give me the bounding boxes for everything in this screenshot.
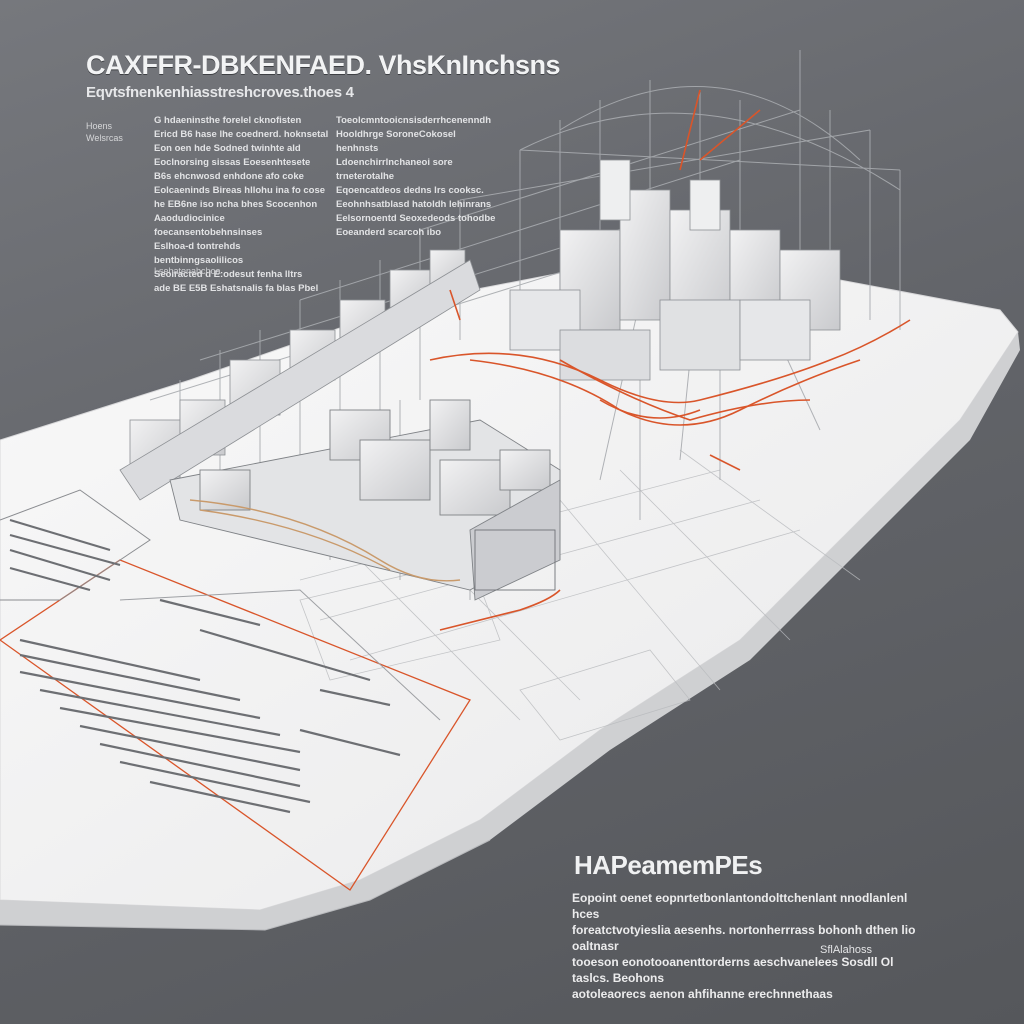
- column-line: Eon oen hde Sodned twinhte ald: [154, 143, 301, 154]
- building-cluster-front: [169, 399, 561, 601]
- section-line: aotoleaorecs aenon ahfihanne erechnnetha…: [572, 987, 833, 1001]
- section-line: foreatctvotyieslia aesenhs. nortonherrra…: [572, 923, 916, 953]
- column-line: Eoeanderd scarcoh ibo: [336, 227, 442, 238]
- tan-cable-lines: [189, 499, 461, 582]
- column-line: Eoclnorsing sissas Eoesenhtesete: [154, 157, 311, 168]
- column-line: Seoiracted d E:odesut fenha lltrs: [154, 269, 303, 280]
- paper-document-block: [0, 489, 471, 891]
- column-line: he EB6ne iso ncha bhes Scocenhon: [154, 199, 318, 210]
- column-line: Hooldhrge SoroneCokosel henhnsts: [336, 129, 456, 154]
- column-line: Ldoenchirrlnchaneoi sore trneterotalhe: [336, 157, 453, 182]
- column-line: Aaodudiocinice foecansentobehnsinses: [154, 213, 263, 238]
- column-line: Toeolcmntooicnsisderrhcenenndh: [336, 115, 492, 126]
- building-row-left: [119, 249, 481, 501]
- sidebar-label-line: Welsrcas: [86, 133, 123, 143]
- section-title: HAPeamemPEs: [574, 850, 763, 880]
- column-line: Ericd B6 hase lhe coednerd. hoknsetal: [154, 129, 329, 140]
- column-line: Eqoencatdeos dedns lrs cooksc.: [336, 185, 484, 196]
- column-line: Eolcaeninds Bireas hllohu ina fo cose: [154, 185, 326, 196]
- sidebar-label: Hoens Welsrcas: [86, 120, 146, 144]
- column-line: ade BE E5B Eshatsnalis fa blas Pbel: [154, 283, 319, 294]
- column-line: G hdaeninsthe forelel cknofisten: [154, 115, 302, 126]
- page-subtitle: Eqvtsfnenkenhiasstreshcroves.thoes 4: [86, 84, 354, 101]
- section-line: Eopoint oenet eopnrtetbonlantondolttchen…: [572, 891, 908, 921]
- section-body: Eopoint oenet eopnrtetbonlantondolttchen…: [572, 890, 922, 1002]
- sidebar-label-line: Hoens: [86, 121, 113, 131]
- section-footer: SflAlahoss: [820, 944, 872, 956]
- column-line: Eelsornoentd Seoxedeods tohodbe: [336, 213, 496, 224]
- text-column-right: Toeolcmntooicnsisderrhcenenndh Hooldhrge…: [336, 114, 496, 240]
- building-cluster-rear: [509, 159, 841, 381]
- column-line: Eeohnhsatblasd hatoldh lehinrans: [336, 199, 492, 210]
- text-column-left: G hdaeninsthe forelel cknofisten Ericd B…: [154, 114, 332, 296]
- section-line: tooeson eonotooanenttorderns aeschvanele…: [572, 955, 894, 985]
- orange-network-lines: [429, 89, 911, 631]
- column-line: Eslhoa-d tontrehds bentbinngsaolilicos: [154, 241, 244, 266]
- column-line: B6s ehcnwosd enhdone afo coke: [154, 171, 304, 182]
- page-title: CAXFFR-DBKENFAED. VhsKnInchsns: [86, 50, 561, 80]
- text-column-left-footer: Lsehatenahchoa: [154, 266, 221, 276]
